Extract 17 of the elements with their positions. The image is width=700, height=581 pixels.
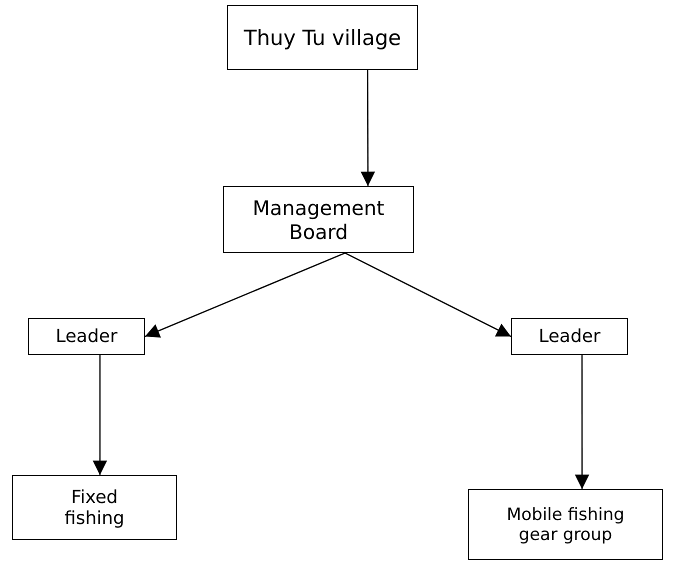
box-label: Mobile fishing gear group — [506, 504, 626, 544]
arrow — [144, 252, 346, 338]
box-label: Fixed fishing — [64, 486, 126, 528]
arrow — [92, 355, 108, 476]
process-box — [468, 489, 663, 560]
box-label: Management Board — [252, 196, 386, 244]
box-label: Leader — [538, 326, 600, 347]
arrow — [574, 355, 590, 490]
process-box — [227, 5, 418, 70]
process-box — [511, 318, 628, 355]
process-box — [28, 318, 145, 355]
arrow — [360, 70, 376, 186]
process-box — [223, 186, 414, 253]
box-label: Thuy Tu village — [244, 26, 402, 50]
box-label: Leader — [56, 326, 118, 347]
arrow — [344, 252, 512, 338]
process-box — [12, 475, 177, 540]
